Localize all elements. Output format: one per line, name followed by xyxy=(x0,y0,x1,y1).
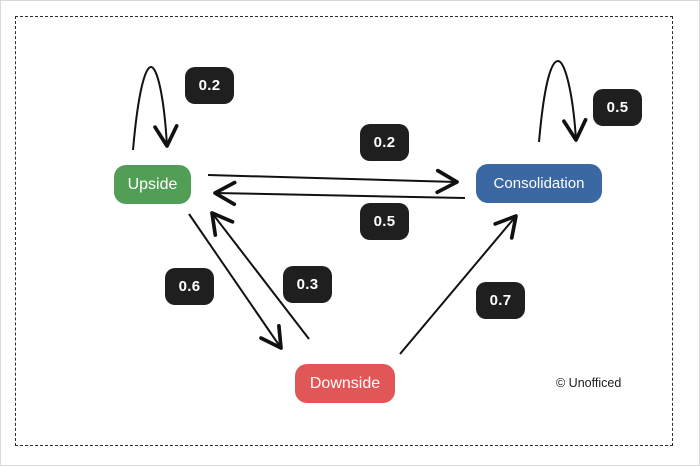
probability-badge-upside-self: 0.2 xyxy=(185,67,234,104)
arrow-downside-to-upside xyxy=(210,211,310,340)
arrow-consolidation-self-loop xyxy=(538,59,588,143)
arrow-upside-self-loop xyxy=(132,65,179,151)
arrow-upside-to-downside xyxy=(188,213,283,350)
probability-badge-consolidation-to-upside: 0.5 xyxy=(360,203,409,240)
probability-badge-downside-to-consolidation: 0.7 xyxy=(476,282,525,319)
arrow-upside-to-consolidation xyxy=(207,168,459,195)
probability-badge-consolidation-self: 0.5 xyxy=(593,89,642,126)
arrow-downside-to-consolidation xyxy=(399,214,518,355)
probability-badge-upside-to-downside: 0.6 xyxy=(165,268,214,305)
probability-badge-upside-to-consolidation: 0.2 xyxy=(360,124,409,161)
state-node-consolidation: Consolidation xyxy=(476,164,602,203)
probability-badge-downside-to-upside: 0.3 xyxy=(283,266,332,303)
copyright-text: © Unofficed xyxy=(556,376,622,390)
arrow-consolidation-to-upside xyxy=(213,180,466,207)
state-node-downside: Downside xyxy=(295,364,395,403)
state-node-upside: Upside xyxy=(114,165,191,204)
